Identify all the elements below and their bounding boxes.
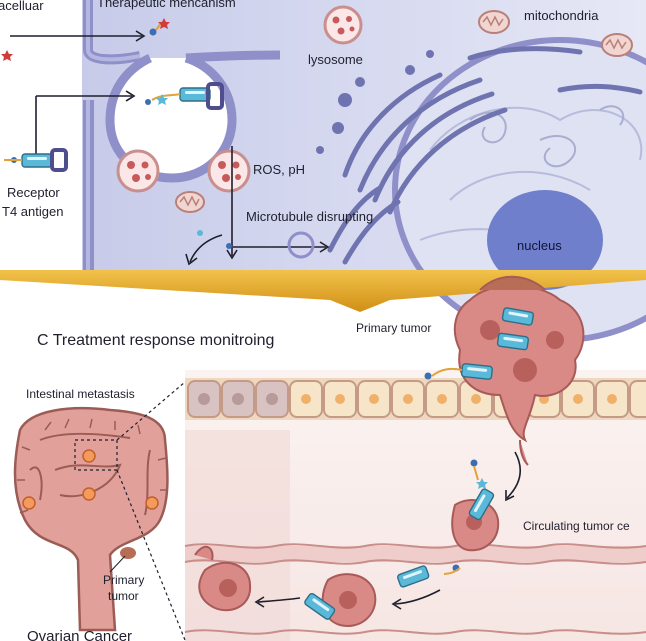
tumor-cell-icon (194, 545, 252, 612)
adc-antibody-icon (4, 148, 68, 172)
therapeutic-mechanism-panel (0, 0, 646, 343)
mitochondria-icon (175, 191, 205, 213)
intestinal-metastasis-label: Intestinal metastasis (26, 387, 135, 401)
panel-c-title: C Treatment response monitroing (37, 332, 275, 349)
tumor-cell-icon (302, 564, 461, 627)
lysosome-label: lysosome (308, 52, 363, 67)
tumor-cell-icon (451, 459, 500, 552)
zoom-connector-band (0, 270, 646, 312)
mitochondria-icon (601, 33, 633, 57)
lysosome-icon (207, 149, 251, 193)
panel-b-title: Therapeutic mencanism (97, 0, 236, 10)
extracellular-label: acelluar (0, 0, 44, 13)
lysosome-icon (323, 5, 363, 45)
ros-ph-label: ROS, pH (253, 162, 306, 177)
nucleus-label: nucleus (517, 238, 562, 253)
receptor-label: Receptor (7, 185, 60, 200)
antigen-label: T4 antigen (2, 204, 64, 219)
colon-organ-icon (13, 381, 186, 641)
treatment-monitoring-panel (184, 275, 646, 641)
lysosome-icon (116, 149, 160, 193)
mitochondria-label: mitochondria (524, 8, 599, 23)
circulating-tumor-label: Circulating tumor ce (523, 519, 630, 533)
tumor-cell-icon (424, 275, 585, 443)
nucleus (487, 190, 603, 290)
adc-antibody-icon (145, 82, 224, 110)
vessel-wall (184, 543, 646, 635)
flow-arrows (10, 30, 330, 266)
organ-primary-label: Primary (103, 573, 145, 587)
microtubule-label: Microtubule disrupting (246, 209, 374, 224)
primary-tumor-label: Primary tumor (356, 321, 432, 335)
intestinal-epithelium (185, 378, 646, 420)
ovarian-cancer-label: Ovarian Cancer (27, 628, 133, 641)
drug-payload-icon (1, 18, 170, 61)
mitochondria-icon (478, 10, 510, 34)
organ-tumor-label: tumor (108, 589, 139, 603)
migration-arrows (254, 451, 522, 610)
endoplasmic-reticulum (327, 46, 643, 265)
